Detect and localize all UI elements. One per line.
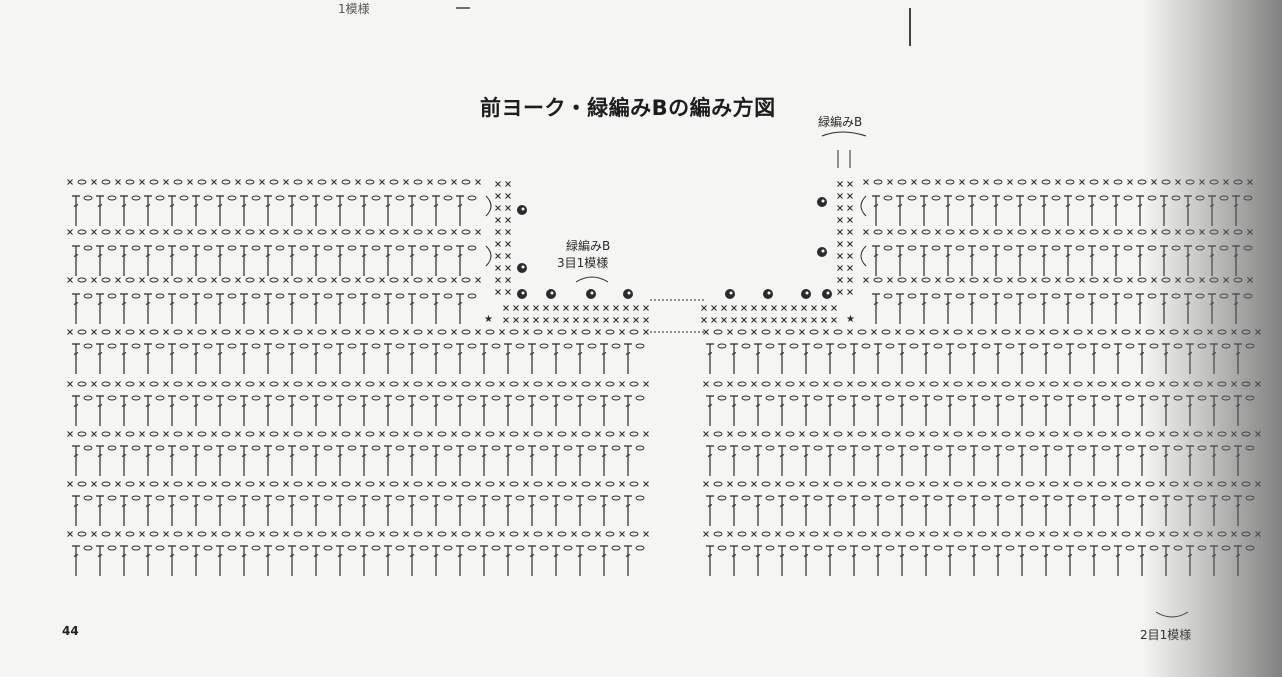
lower-right-chain-row-4 (703, 531, 1261, 537)
upper-right-chain-row-2 (863, 229, 1253, 235)
left-edge-cross-3 (495, 217, 511, 223)
right-edge-cross-5 (837, 241, 853, 247)
page-number: 44 (62, 624, 79, 638)
upper-right-stitch-row-1 (872, 195, 1253, 226)
lower-right-stitch-row-0 (706, 343, 1255, 374)
upper-right-stitch-row-5 (872, 293, 1253, 324)
right-neck-bracket-0 (860, 195, 867, 217)
pattern-b-dot-left-2-hl (590, 291, 594, 295)
neck-dot-left-1-hl (521, 207, 525, 211)
left-neck-bracket-0 (485, 195, 492, 217)
lower-right-chain-row-0 (703, 329, 1261, 335)
repeat-bracket-bottom (1155, 611, 1189, 618)
right-edge-cross-2 (837, 205, 853, 211)
neck-cross-row-right-2 (701, 317, 837, 323)
pattern-b-dot-right-0-hl (729, 291, 733, 295)
brace-pattern-b-right (821, 131, 867, 137)
upper-right-chain-row-4 (863, 277, 1253, 283)
upper-left-chain-row-0 (67, 179, 481, 185)
pattern-b-dot-left-1-hl (550, 291, 554, 295)
left-edge-cross-6 (495, 253, 511, 259)
lower-right-chain-row-2 (703, 431, 1261, 437)
upper-left-stitch-row-1 (72, 195, 477, 226)
left-edge-cross-0 (495, 181, 511, 187)
lower-left-stitch-row-3 (72, 495, 645, 526)
pattern-b-dot-left-3-hl (627, 291, 631, 295)
pattern-b-dot-right-1-hl (767, 291, 771, 295)
label-pattern-b-right: 緑編みB (818, 115, 863, 129)
right-neck-bracket-1 (860, 245, 867, 267)
right-edge-cross-6 (837, 253, 853, 259)
lower-right-stitch-row-3 (706, 495, 1255, 526)
lower-left-stitch-row-2 (72, 445, 645, 476)
lower-left-chain-row-2 (67, 431, 649, 437)
upper-left-stitch-row-3 (72, 245, 477, 276)
lower-left-stitch-row-4 (72, 545, 645, 576)
neck-cross-row-right-1 (701, 305, 837, 311)
neck-cross-row-left-1 (503, 305, 649, 311)
lower-left-chain-row-0 (67, 329, 649, 335)
upper-right-stitch-row-3 (872, 245, 1253, 276)
lower-left-chain-row-1 (67, 381, 649, 387)
page-title: 前ヨーク・緑編みBの編み方図 (480, 96, 776, 120)
right-edge-cross-4 (837, 229, 853, 235)
lower-right-stitch-row-1 (706, 395, 1255, 426)
right-edge-cross-9 (837, 289, 853, 295)
lower-left-stitch-row-1 (72, 395, 645, 426)
top-fragment-text: 1模様 (338, 2, 370, 16)
upper-right-chain-row-0 (863, 179, 1253, 185)
neck-cross-row-left-2 (503, 317, 649, 323)
label-repeat-center: 3目1模様 (557, 256, 609, 270)
right-edge-cross-3 (837, 217, 853, 223)
lower-right-stitch-row-2 (706, 445, 1255, 476)
right-edge-cross-8 (837, 277, 853, 283)
lower-left-chain-row-3 (67, 481, 649, 487)
left-edge-cross-9 (495, 289, 511, 295)
lower-left-chain-row-4 (67, 531, 649, 537)
lower-right-stitch-row-4 (706, 545, 1255, 576)
label-pattern-b-center: 緑編みB (566, 239, 611, 253)
upper-left-chain-row-4 (67, 277, 481, 283)
right-edge-cross-7 (837, 265, 853, 271)
upper-left-stitch-row-5 (72, 293, 477, 324)
right-edge-cross-1 (837, 193, 853, 199)
left-edge-cross-5 (495, 241, 511, 247)
pattern-b-dot-right-2-hl (805, 291, 809, 295)
lower-left-stitch-row-0 (72, 343, 645, 374)
star-left: ★ (484, 314, 493, 325)
right-edge-cross-0 (837, 181, 853, 187)
lower-right-chain-row-3 (703, 481, 1261, 487)
left-edge-cross-2 (495, 205, 511, 211)
pattern-b-dot-left-0-hl (521, 291, 525, 295)
neck-dot-left-2-hl (521, 265, 525, 269)
left-edge-cross-4 (495, 229, 511, 235)
left-edge-cross-8 (495, 277, 511, 283)
repeat-bracket-center (575, 276, 609, 283)
left-neck-bracket-1 (485, 245, 492, 267)
star-right: ★ (846, 314, 855, 325)
upper-left-chain-row-2 (67, 229, 481, 235)
left-edge-cross-1 (495, 193, 511, 199)
left-edge-cross-7 (495, 265, 511, 271)
lower-right-chain-row-1 (703, 381, 1261, 387)
pattern-b-dot-right-3-hl (826, 291, 830, 295)
neck-dot-right-2-hl (821, 249, 825, 253)
neck-dot-right-1-hl (821, 199, 825, 203)
